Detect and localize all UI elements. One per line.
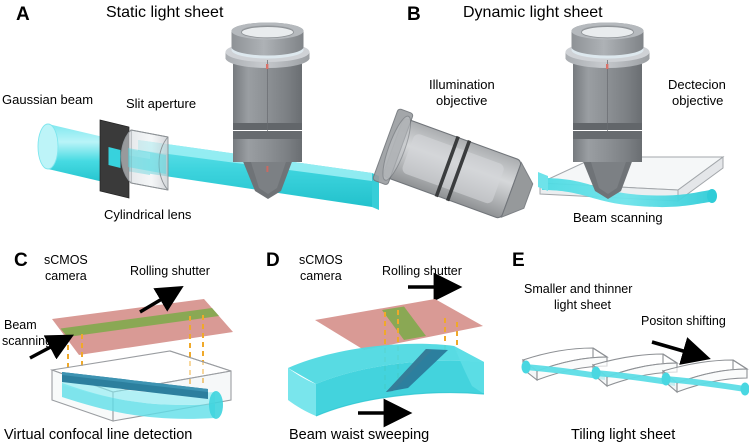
- annotation-scmos-d-line1: sCMOS: [299, 253, 343, 267]
- panel-d-artwork: [288, 272, 485, 428]
- panel-e-label: E: [512, 250, 525, 271]
- annotation-beam-scanning-c-line2: scanning: [2, 334, 53, 348]
- tile-segment-1: [521, 347, 609, 382]
- detection-objective-a: [225, 22, 310, 199]
- panel-e-caption: Tiling light sheet: [571, 427, 676, 443]
- annotation-detection-objective-line2: objective: [672, 93, 724, 108]
- panel-b: B Dynamic light sheet: [372, 0, 749, 240]
- beam-waist-band-d: [386, 349, 448, 392]
- annotation-smaller-thinner-line1: Smaller and thinner: [524, 282, 633, 296]
- panel-a-label: A: [16, 4, 30, 25]
- annotation-gaussian-beam: Gaussian beam: [2, 92, 94, 107]
- slit-aperture-plate: [99, 119, 130, 199]
- light-sheet-volume-d: [288, 343, 485, 417]
- annotation-rolling-shutter-c: Rolling shutter: [130, 264, 210, 278]
- annotation-beam-scanning-b: Beam scanning: [573, 210, 663, 225]
- annotation-smaller-thinner-line2: light sheet: [554, 298, 611, 312]
- panel-e: E Smaller and thinner light sheet Posito…: [505, 240, 749, 448]
- panel-d-caption: Beam waist sweeping: [289, 427, 430, 443]
- panel-a-artwork: [37, 22, 379, 210]
- annotation-scmos-c-line1: sCMOS: [44, 253, 88, 267]
- rolling-shutter-arrow-c: [139, 286, 184, 314]
- panel-c-label: C: [14, 250, 28, 271]
- panel-e-artwork: [521, 337, 749, 396]
- panel-b-label: B: [407, 4, 421, 25]
- position-shifting-arrow-e: [651, 337, 711, 365]
- tile-segment-3: [661, 359, 749, 396]
- panel-b-artwork: [372, 22, 725, 219]
- panel-c: C sCMOS camera Rolling shutter Beam scan…: [0, 240, 265, 448]
- illumination-objective: [372, 108, 534, 219]
- annotation-illumination-objective-line1: Illumination: [429, 77, 495, 92]
- panel-a-title: Static light sheet: [106, 4, 224, 21]
- panel-c-caption: Virtual confocal line detection: [4, 427, 193, 443]
- annotation-scmos-d-line2: camera: [300, 269, 342, 283]
- cylindrical-lens: [120, 129, 169, 191]
- annotation-beam-scanning-c-line1: Beam: [4, 318, 37, 332]
- annotation-slit-aperture: Slit aperture: [126, 96, 197, 111]
- annotation-cylindrical-lens: Cylindrical lens: [104, 207, 192, 222]
- panel-c-artwork: [29, 286, 233, 422]
- tiling-light-sheet: [521, 347, 749, 396]
- tile-segment-2: [591, 353, 679, 388]
- panel-d: D sCMOS camera Rolling shutter: [258, 240, 508, 448]
- annotation-scmos-c-line2: camera: [45, 269, 87, 283]
- light-sheet-hourglass-c: [62, 375, 223, 419]
- panel-d-label: D: [266, 250, 280, 271]
- annotation-position-shifting: Positon shifting: [641, 314, 726, 328]
- illuminated-line-c: [62, 372, 208, 399]
- panel-b-title: Dynamic light sheet: [463, 4, 603, 21]
- annotation-illumination-objective-line2: objective: [436, 93, 488, 108]
- beam-scanning-arrow-c: [29, 334, 75, 360]
- annotation-detection-objective-line1: Dectecion: [668, 77, 726, 92]
- scmos-sensor-d: [315, 299, 483, 350]
- detection-objective-b: [565, 22, 650, 199]
- panel-a: A Static light sheet: [0, 0, 380, 240]
- scmos-sensor-c: [52, 299, 233, 355]
- beam-scanning-ribbon: [538, 172, 717, 208]
